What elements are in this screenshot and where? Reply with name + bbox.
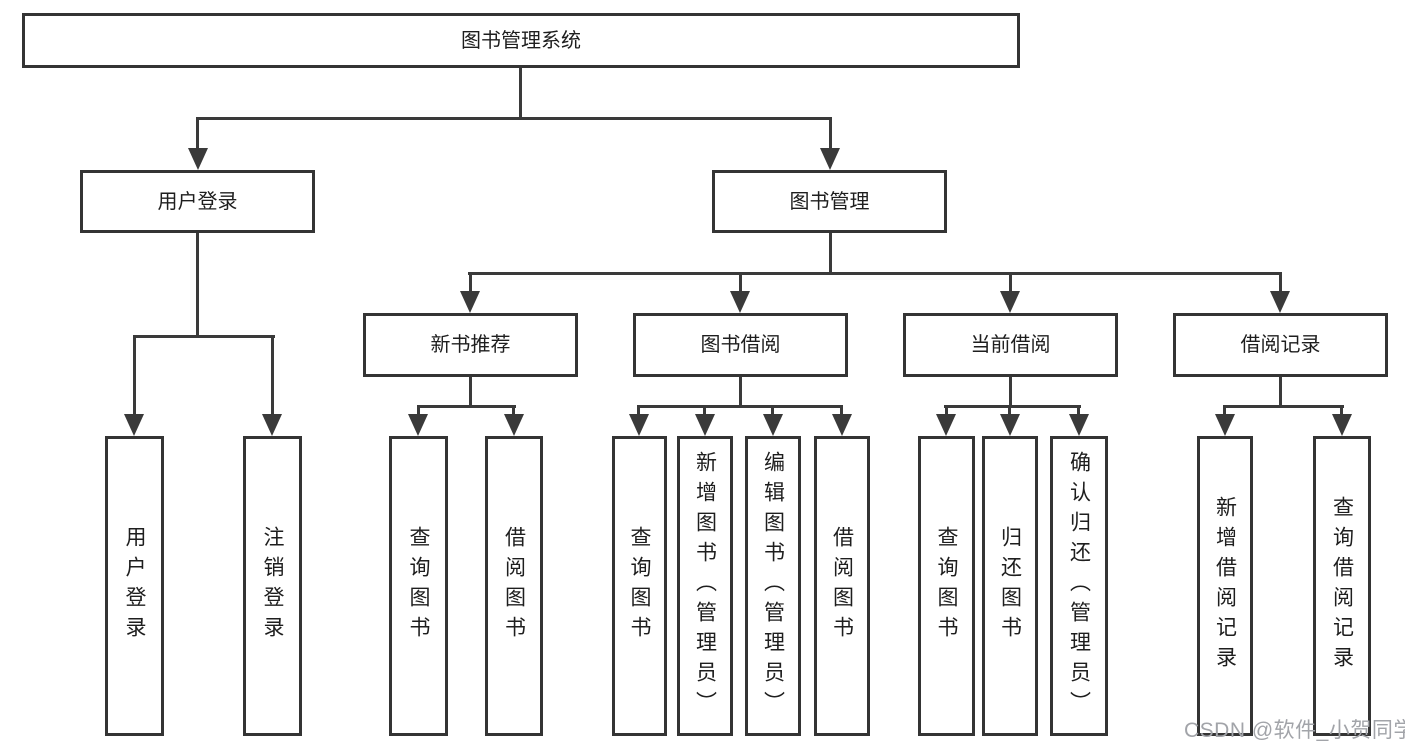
arrow-down-icon — [1332, 414, 1352, 436]
arrow-down-icon — [695, 414, 715, 436]
connector-user-login-bar — [133, 335, 275, 338]
arrow-down-icon — [629, 414, 649, 436]
connector-stub — [469, 377, 472, 407]
book-borrow-node: 图书借阅 — [633, 313, 848, 377]
connector-stem — [196, 117, 199, 150]
arrow-down-icon — [124, 414, 144, 436]
leaf-return-book: 归还图书 — [982, 436, 1038, 736]
arrow-down-icon — [1000, 291, 1020, 313]
connector-stub — [1279, 377, 1282, 407]
connector-stem — [417, 405, 420, 416]
connector-stem — [271, 335, 274, 414]
arrow-down-icon — [188, 148, 208, 170]
connector-stem — [1008, 405, 1011, 416]
leaf-query-borrow-record: 查询借阅记录 — [1313, 436, 1371, 736]
leaf-add-borrow-record: 新增借阅记录 — [1197, 436, 1253, 736]
connector-stem — [771, 405, 774, 416]
connector-stem — [945, 405, 948, 416]
connector-stem — [1279, 272, 1282, 293]
connector-stem — [469, 272, 472, 293]
connector-stem — [637, 405, 640, 416]
leaf-borrow-books: 借阅图书 — [814, 436, 870, 736]
arrow-down-icon — [832, 414, 852, 436]
root-node-library-system: 图书管理系统 — [22, 13, 1020, 68]
arrow-down-icon — [262, 414, 282, 436]
arrow-down-icon — [408, 414, 428, 436]
arrow-down-icon — [763, 414, 783, 436]
connector-book-mgmt-stub — [829, 233, 832, 275]
connector-level3-bar — [468, 272, 1281, 275]
connector-stem — [829, 117, 832, 150]
leaf-logout: 注销登录 — [243, 436, 302, 736]
arrow-down-icon — [936, 414, 956, 436]
connector-stem — [1009, 272, 1012, 293]
connector-stem — [512, 405, 515, 416]
connector-stem — [133, 335, 136, 414]
connector-bar — [1223, 405, 1344, 408]
connector-stem — [840, 405, 843, 416]
new-book-recommend-node: 新书推荐 — [363, 313, 578, 377]
arrow-down-icon — [1069, 414, 1089, 436]
book-management-branch-node: 图书管理 — [712, 170, 947, 233]
connector-stem — [1340, 405, 1343, 416]
connector-user-login-stub — [196, 233, 199, 337]
leaf-borrow-books-recommend: 借阅图书 — [485, 436, 543, 736]
arrow-down-icon — [1270, 291, 1290, 313]
connector-bar — [637, 405, 843, 408]
connector-root-stub — [519, 68, 522, 120]
leaf-query-books-current: 查询图书 — [918, 436, 975, 736]
arrow-down-icon — [1000, 414, 1020, 436]
leaf-query-books-recommend: 查询图书 — [389, 436, 448, 736]
connector-level2-bar — [196, 117, 832, 120]
arrow-down-icon — [460, 291, 480, 313]
borrow-record-node: 借阅记录 — [1173, 313, 1388, 377]
watermark: CSDN @软件_小贺同学 — [1184, 719, 1405, 742]
user-login-branch-node: 用户登录 — [80, 170, 315, 233]
connector-bar — [944, 405, 1081, 408]
connector-stem — [703, 405, 706, 416]
connector-stem — [1077, 405, 1080, 416]
connector-stem — [739, 272, 742, 293]
leaf-add-book-admin: 新增图书（管理员） — [677, 436, 733, 736]
connector-stem — [1223, 405, 1226, 416]
arrow-down-icon — [730, 291, 750, 313]
arrow-down-icon — [1215, 414, 1235, 436]
leaf-edit-book-admin: 编辑图书（管理员） — [745, 436, 801, 736]
leaf-confirm-return-admin: 确认归还（管理员） — [1050, 436, 1108, 736]
connector-stub — [1009, 377, 1012, 407]
arrow-down-icon — [504, 414, 524, 436]
arrow-down-icon — [820, 148, 840, 170]
connector-stub — [739, 377, 742, 407]
leaf-query-books-borrow: 查询图书 — [612, 436, 667, 736]
leaf-user-login: 用户登录 — [105, 436, 164, 736]
current-borrow-node: 当前借阅 — [903, 313, 1118, 377]
connector-bar — [417, 405, 516, 408]
